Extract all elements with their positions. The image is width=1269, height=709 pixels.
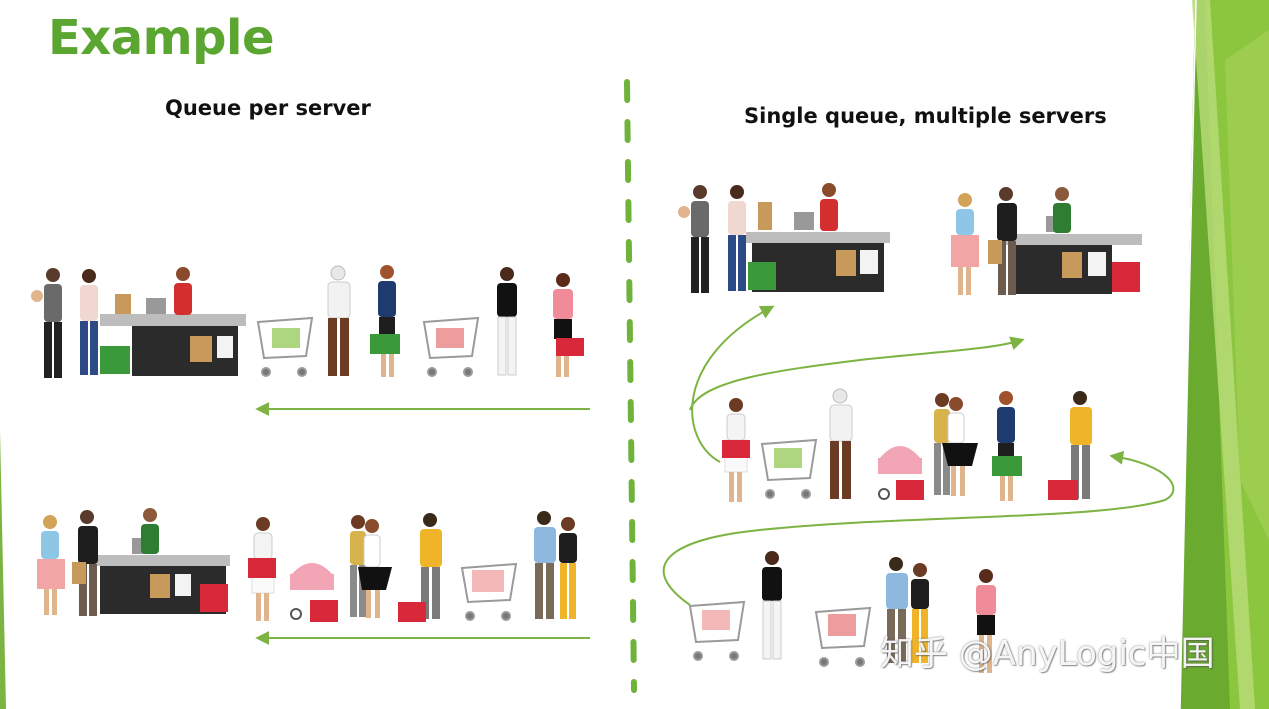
shopping-cart-icon (814, 606, 872, 667)
decorative-green-band (1179, 0, 1269, 709)
customer-person (398, 513, 442, 622)
checkout-counter (92, 538, 230, 614)
customer-couple (534, 511, 577, 619)
flow-arrow (662, 450, 1175, 606)
left-queue-1 (31, 265, 590, 416)
cashier-person (174, 267, 192, 315)
watermark: 知乎 @AnyLogic中国 (880, 634, 1215, 674)
stroller-icon (290, 563, 338, 622)
shopping-basket-icon (100, 346, 130, 374)
shopping-cart-icon (256, 316, 314, 377)
customer-person (553, 273, 584, 377)
single-queue-row-2 (688, 551, 996, 673)
customer-person (722, 398, 750, 502)
customer-person (497, 267, 517, 376)
customer-person (80, 269, 98, 375)
shopping-cart-icon (688, 600, 746, 661)
stroller-icon (878, 446, 924, 500)
shopping-cart-icon (760, 438, 818, 499)
slide-title: Example (48, 10, 275, 66)
customer-couple (886, 557, 929, 663)
cashier-person (141, 508, 159, 554)
customer-person (37, 515, 65, 615)
customer-couple (350, 515, 392, 618)
customer-person (31, 268, 62, 378)
single-queue-flow-arrows (662, 305, 1175, 606)
customer-person (72, 510, 98, 616)
right-server-1 (678, 183, 890, 293)
single-queue-row-1 (722, 388, 1092, 502)
customer-person (1048, 391, 1092, 500)
customer-person (762, 551, 782, 660)
customer-person (678, 185, 709, 293)
customer-person (988, 187, 1017, 295)
panel-divider (624, 79, 637, 693)
right-panel-title: Single queue, multiple servers (744, 104, 1107, 128)
customer-person (728, 185, 772, 291)
shopping-cart-icon (422, 316, 480, 377)
customer-person (829, 388, 853, 499)
checkout-counter (100, 294, 246, 376)
right-server-2 (951, 187, 1142, 295)
cashier-person (1053, 187, 1071, 233)
customer-couple (934, 393, 978, 496)
checkout-counter (746, 212, 890, 292)
customer-person (976, 569, 996, 673)
shopping-cart-icon (460, 562, 518, 621)
customer-person (370, 265, 400, 377)
customer-person (248, 517, 276, 621)
flow-arrow-to-server-2 (689, 336, 1025, 411)
left-panel-title: Queue per server (165, 96, 371, 120)
left-queue-2 (37, 508, 590, 645)
customer-person (327, 265, 351, 376)
flow-arrow-to-server-1 (691, 305, 775, 463)
customer-person (992, 391, 1022, 501)
decorative-left-edge (0, 430, 6, 709)
cashier-person (820, 183, 838, 231)
customer-person (951, 193, 979, 295)
